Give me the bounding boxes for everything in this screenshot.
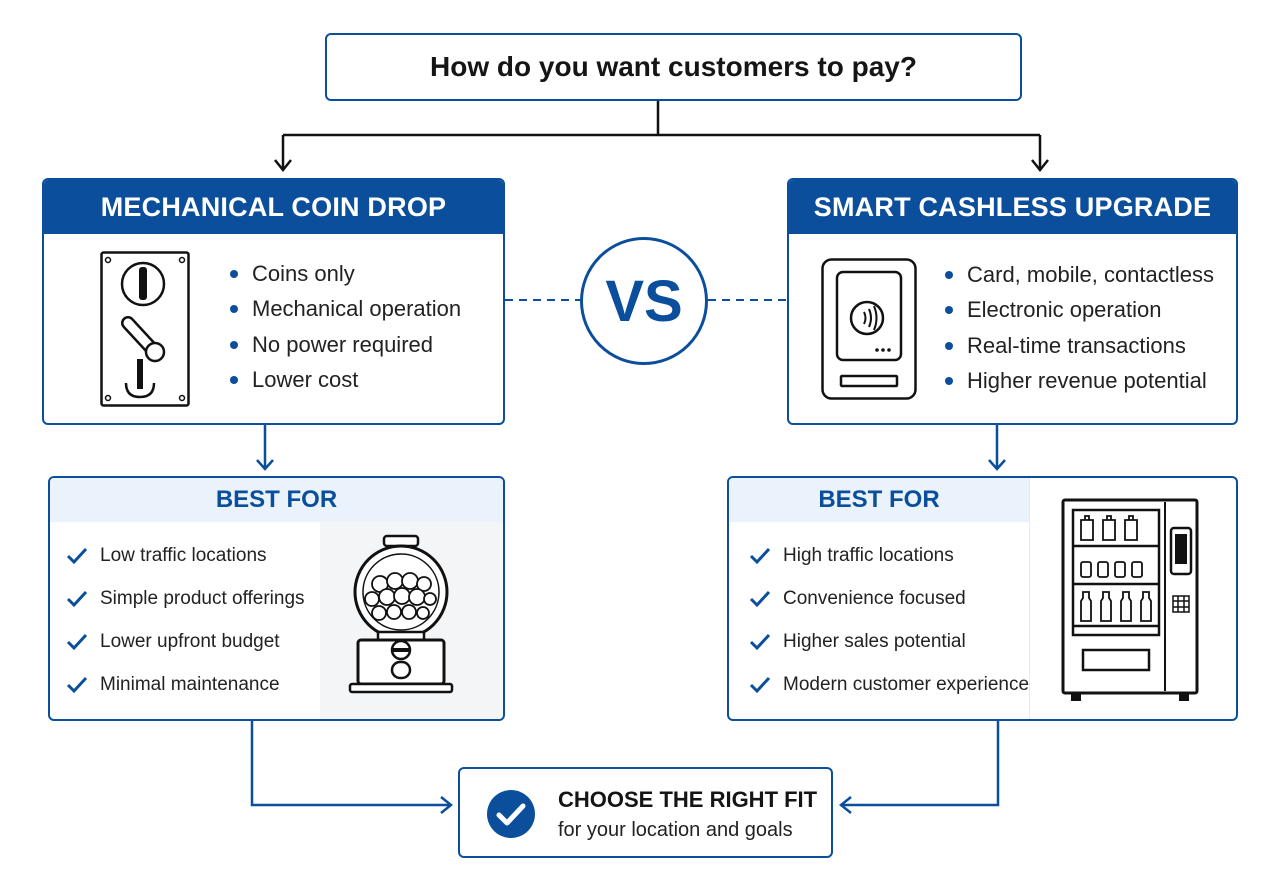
feature-item: Lower cost (230, 363, 461, 399)
best-text: Convenience focused (783, 587, 966, 609)
checkmark-circle-icon (487, 790, 535, 838)
bullet-dot (945, 341, 953, 350)
bullet-dot (230, 340, 238, 349)
best-text: Modern customer experience (783, 673, 1030, 695)
cashless-panel: SMART CASHLESS UPGRADE Card, mobile, con… (787, 178, 1238, 425)
check-icon (66, 547, 88, 564)
coin-mechanism-icon (100, 251, 190, 407)
conclusion-subtitle: for your location and goals (558, 819, 793, 841)
cashless-title: SMART CASHLESS UPGRADE (789, 180, 1236, 234)
best-text: Low traffic locations (100, 544, 267, 566)
cashless-feature-list: Card, mobile, contactless Electronic ope… (945, 257, 1214, 399)
check-icon (749, 676, 771, 693)
check-icon (66, 633, 88, 650)
best-item: Minimal maintenance (66, 663, 305, 706)
bullet-dot (230, 305, 238, 314)
bullet-dot (230, 376, 238, 385)
feature-item: Card, mobile, contactless (945, 257, 1214, 293)
cashless-best-list: High traffic locations Convenience focus… (749, 534, 1029, 706)
mechanical-feature-list: Coins only Mechanical operation No power… (230, 256, 461, 398)
feature-text: No power required (252, 331, 433, 357)
feature-item: Mechanical operation (230, 292, 461, 328)
question-box: How do you want customers to pay? (325, 33, 1022, 101)
best-item: Low traffic locations (66, 534, 305, 577)
feature-item: Real-time transactions (945, 328, 1214, 364)
contactless-reader-icon (821, 258, 917, 400)
mechanical-title: MECHANICAL COIN DROP (44, 180, 503, 234)
feature-text: Lower cost (252, 367, 359, 393)
gumball-machine-icon (348, 534, 454, 694)
conclusion-title: CHOOSE THE RIGHT FIT (558, 787, 818, 812)
best-item: Simple product offerings (66, 577, 305, 620)
feature-text: Real-time transactions (967, 332, 1186, 358)
feature-text: Electronic operation (967, 297, 1162, 323)
vs-badge: VS (580, 237, 708, 365)
best-text: High traffic locations (783, 544, 954, 566)
best-for-title: BEST FOR (729, 478, 1029, 522)
check-icon (749, 633, 771, 650)
best-item: Lower upfront budget (66, 620, 305, 663)
bullet-dot (945, 377, 953, 386)
illustration-divider (1029, 478, 1030, 719)
conclusion-box: CHOOSE THE RIGHT FIT for your location a… (458, 767, 833, 858)
feature-text: Card, mobile, contactless (967, 261, 1214, 287)
best-item: High traffic locations (749, 534, 1029, 577)
bullet-dot (230, 269, 238, 278)
bullet-dot (945, 306, 953, 315)
feature-item: No power required (230, 327, 461, 363)
best-text: Minimal maintenance (100, 673, 280, 695)
feature-item: Coins only (230, 256, 461, 292)
best-text: Higher sales potential (783, 630, 966, 652)
vs-text: VS (605, 268, 683, 334)
cashless-best-for-panel: BEST FOR High traffic locations Convenie… (727, 476, 1238, 721)
check-icon (749, 590, 771, 607)
check-icon (749, 547, 771, 564)
feature-item: Higher revenue potential (945, 364, 1214, 400)
feature-text: Mechanical operation (252, 296, 462, 322)
mechanical-panel: MECHANICAL COIN DROP Coins only Mechanic… (42, 178, 505, 425)
best-item: Higher sales potential (749, 620, 1029, 663)
best-text: Lower upfront budget (100, 630, 280, 652)
bullet-dot (945, 270, 953, 279)
feature-text: Higher revenue potential (967, 368, 1207, 394)
check-icon (66, 676, 88, 693)
feature-item: Electronic operation (945, 293, 1214, 329)
best-text: Simple product offerings (100, 587, 305, 609)
check-icon (66, 590, 88, 607)
best-for-title: BEST FOR (50, 478, 503, 522)
best-item: Convenience focused (749, 577, 1029, 620)
question-text: How do you want customers to pay? (430, 51, 917, 82)
mechanical-best-for-panel: BEST FOR Low traffic locations Simple pr… (48, 476, 505, 721)
vending-machine-icon (1061, 498, 1199, 701)
feature-text: Coins only (252, 260, 355, 286)
mechanical-best-list: Low traffic locations Simple product off… (66, 534, 305, 706)
best-item: Modern customer experience (749, 663, 1029, 706)
